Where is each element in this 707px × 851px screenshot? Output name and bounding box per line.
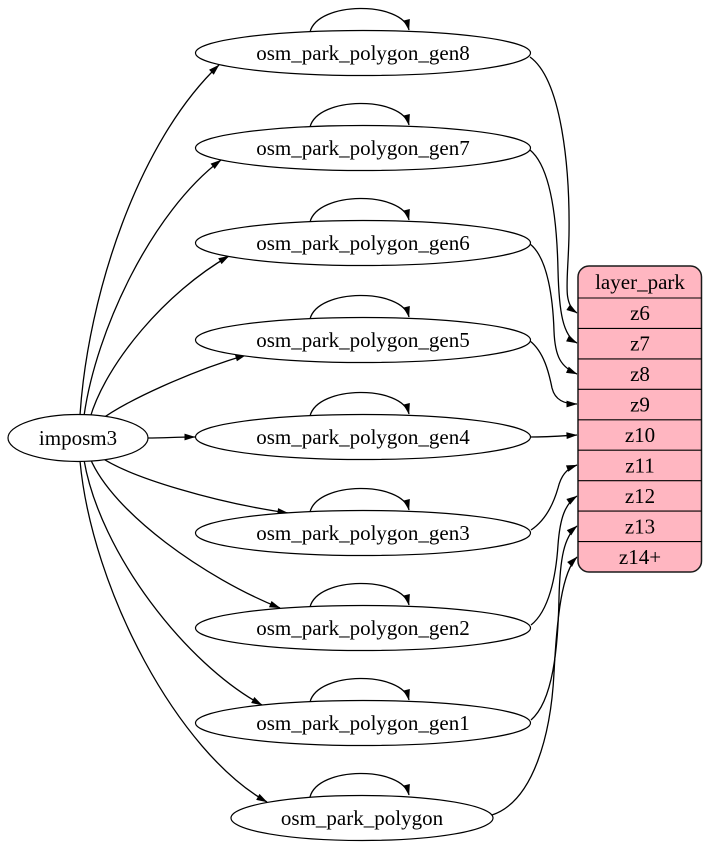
node-imposm3 <box>7 413 149 463</box>
edge-gen6-to-z8 <box>529 243 578 375</box>
node-label-gen3: osm_park_polygon_gen3 <box>256 521 469 545</box>
edge-imposm3-to-gen4 <box>147 433 196 441</box>
layer-row-z10: z10 <box>625 423 655 447</box>
layer-table-row-separators <box>578 297 702 543</box>
edge-gen3-to-z11 <box>530 464 578 531</box>
node-osm-park-polygon-gen7 <box>194 124 532 172</box>
edge-imposm3-to-gen1 <box>83 459 263 706</box>
layer-row-z14plus: z14+ <box>619 545 661 569</box>
edge-imposm3-to-gen2 <box>89 457 281 609</box>
layer-row-z8: z8 <box>630 362 650 386</box>
edge-imposm3-to-gen8 <box>79 64 220 416</box>
node-label-gen6: osm_park_polygon_gen6 <box>256 231 469 255</box>
node-label-gen7: osm_park_polygon_gen7 <box>256 136 469 160</box>
self-loop-gen8 <box>309 7 410 33</box>
edge-imposm3-to-polygon <box>79 460 268 803</box>
node-label-gen2: osm_park_polygon_gen2 <box>256 616 469 640</box>
layer-row-z9: z9 <box>630 393 650 417</box>
self-loop-edges <box>309 7 410 798</box>
self-loop-gen2 <box>309 582 410 608</box>
edge-imposm3-to-gen6 <box>89 255 230 419</box>
node-label-gen1: osm_park_polygon_gen1 <box>256 711 469 735</box>
node-osm-park-polygon-gen5 <box>194 316 532 364</box>
node-osm-park-polygon-gen8 <box>194 29 532 77</box>
edge-imposm3-to-gen5 <box>98 354 247 422</box>
edges-from-source <box>79 64 289 803</box>
node-osm-park-polygon-gen2 <box>194 604 532 652</box>
edge-imposm3-to-gen3 <box>98 455 289 515</box>
node-osm-park-polygon-gen1 <box>194 699 532 747</box>
layer-row-z13: z13 <box>625 515 655 539</box>
node-label-polygon: osm_park_polygon <box>281 806 444 830</box>
edge-gen8-to-z6 <box>529 56 578 314</box>
node-label-gen8: osm_park_polygon_gen8 <box>256 41 469 65</box>
layer-row-z6: z6 <box>630 301 650 325</box>
self-loop-gen1 <box>309 677 410 703</box>
self-loop-gen5 <box>309 294 410 320</box>
edge-gen2-to-z12 <box>530 495 578 626</box>
layer-park-table: layer_park z6 z7 z8 z9 z10 z11 z12 z13 z… <box>577 265 703 573</box>
self-loop-gen6 <box>309 197 410 223</box>
node-osm-park-polygon-gen6 <box>194 219 532 267</box>
self-loop-gen7 <box>309 102 410 128</box>
edge-imposm3-to-gen7 <box>83 159 222 417</box>
nodes: imposm3 osm_park_polygon_gen8 osm_park_p… <box>7 29 532 842</box>
edges-to-layer <box>491 56 578 816</box>
edge-gen7-to-z7 <box>529 149 578 344</box>
node-label-gen4: osm_park_polygon_gen4 <box>256 425 470 449</box>
edge-gen5-to-z9 <box>529 340 578 408</box>
layer-row-z11: z11 <box>625 454 655 478</box>
node-label-imposm3: imposm3 <box>39 426 117 450</box>
node-osm-park-polygon-gen3 <box>194 509 532 557</box>
node-osm-park-polygon <box>230 794 494 842</box>
layer-table-header: layer_park <box>595 270 685 294</box>
layer-row-z7: z7 <box>630 332 650 356</box>
edge-gen1-to-z13 <box>530 525 578 721</box>
self-loop-gen3 <box>309 487 410 513</box>
layer-table-frame <box>577 265 703 573</box>
edge-gen4-to-z10 <box>529 432 578 440</box>
node-label-gen5: osm_park_polygon_gen5 <box>256 328 469 352</box>
layer-row-z12: z12 <box>625 484 655 508</box>
node-osm-park-polygon-gen4 <box>194 413 532 461</box>
self-loop-polygon <box>309 772 410 798</box>
self-loop-gen4 <box>309 391 410 417</box>
edge-polygon-to-z14 <box>491 556 578 816</box>
